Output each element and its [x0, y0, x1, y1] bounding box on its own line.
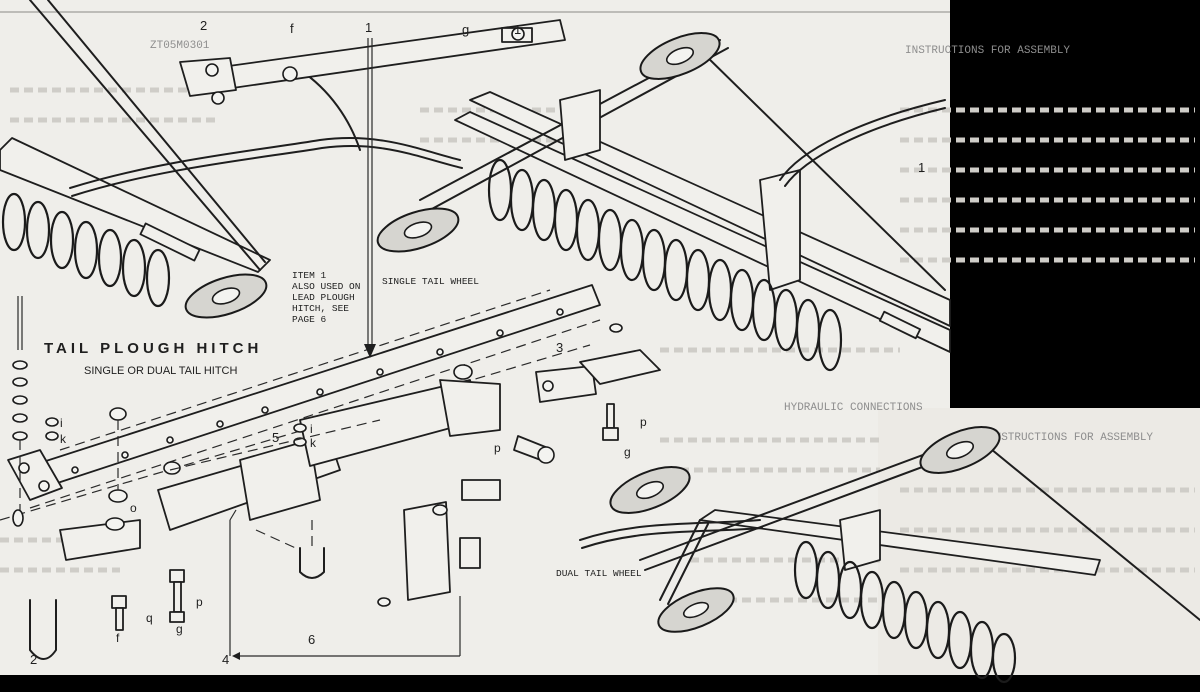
callout-6: 6: [308, 632, 315, 647]
tail-wheel: [657, 587, 735, 633]
small-clevis: [461, 479, 501, 501]
item1-note-line4: HITCH, SEE: [292, 303, 349, 314]
spring-tine-coils: [1, 192, 171, 308]
labels: TAIL PLOUGH HITCH SINGLE OR DUAL TAIL HI…: [30, 18, 925, 667]
nut: [109, 407, 127, 421]
callout-5: 5: [272, 430, 279, 445]
callout-i-mid: i: [310, 422, 313, 436]
callout-g-lower: g: [176, 622, 183, 636]
washer-i: [45, 417, 59, 427]
callout-g-top: g: [462, 22, 469, 37]
hitch-clamp-item-5: [239, 439, 321, 521]
callout-k-mid: k: [310, 436, 317, 450]
bolt-f: [111, 595, 127, 631]
washer-i: [293, 423, 307, 433]
tail-plough-main: [376, 32, 951, 372]
callout-2-top: 2: [200, 18, 207, 33]
callout-p-lower: p: [196, 595, 203, 609]
clamp-plate: [459, 537, 481, 569]
mounting-plate: [403, 501, 451, 601]
nut: [163, 461, 181, 475]
u-bolt-2: [29, 599, 57, 660]
callout-p-clevis: p: [494, 441, 501, 455]
callout-o: o: [130, 501, 137, 515]
callout-g-right: g: [624, 445, 631, 459]
background-heading-top: INSTRUCTIONS FOR ASSEMBLY: [905, 45, 1070, 57]
background-print: INSTRUCTIONS FOR ASSEMBLY INSTRUCTIONS F…: [0, 40, 1195, 603]
callout-q: q: [146, 611, 153, 625]
spacer-block-item-3: [535, 365, 597, 403]
item1-note-line1: ITEM 1: [292, 270, 327, 281]
item1-note-line2: ALSO USED ON: [292, 281, 360, 292]
callout-f-top: f: [290, 21, 294, 36]
dual-tail-wheel-label: DUAL TAIL WHEEL: [556, 568, 642, 579]
bolt-g-right: [602, 403, 619, 441]
tail-wheel: [376, 207, 460, 253]
bolt-p: [513, 435, 555, 464]
item1-note-line3: LEAD PLOUGH: [292, 292, 355, 303]
right-bracket: [579, 349, 661, 385]
hitch-bar-top: [179, 19, 566, 105]
background-page-code: ZT05M0301: [150, 40, 210, 52]
hardware-stack-left: [12, 296, 28, 527]
item1-note-line5: PAGE 6: [292, 314, 327, 325]
tail-wheel: [609, 466, 691, 514]
callout-1-right-top: 1: [514, 22, 521, 37]
washer-o: [108, 489, 128, 503]
single-tail-wheel-label: SINGLE TAIL WHEEL: [382, 276, 479, 287]
tail-wheel: [184, 273, 268, 319]
callout-i-left: i: [60, 416, 63, 430]
callout-1-right: 1: [918, 160, 925, 175]
tail-wheel: [919, 426, 1001, 474]
callout-4: 4: [222, 652, 229, 667]
background-heading-right: INSTRUCTIONS FOR ASSEMBLY: [988, 432, 1153, 444]
spring-tine-coils: [793, 540, 1017, 684]
background-section-heading: HYDRAULIC CONNECTIONS: [784, 402, 923, 414]
bolt-g: [169, 569, 185, 623]
leader-lines: [229, 38, 461, 660]
diagram-subtitle: SINGLE OR DUAL TAIL HITCH: [84, 365, 237, 377]
washer-k: [45, 431, 59, 441]
spring-tine-coils: [487, 158, 843, 372]
clevis: [439, 379, 501, 437]
drawbar-holes: [71, 308, 564, 474]
u-bolt-item-6: [299, 547, 325, 579]
callout-3: 3: [556, 340, 563, 355]
tail-plough-left: [0, 0, 271, 319]
exploded-hitch-parts: [0, 284, 661, 660]
callout-f-lower: f: [116, 631, 120, 645]
dual-wheel-plough: [579, 426, 1200, 684]
callout-p-right: p: [640, 415, 647, 429]
black-border: [0, 675, 1200, 692]
callout-2-bottom: 2: [30, 652, 37, 667]
clevis-nut: [453, 364, 473, 380]
tail-wheel: [639, 32, 721, 80]
callout-1-top: 1: [365, 20, 372, 35]
callout-k-left: k: [60, 432, 67, 446]
diagram-title: TAIL PLOUGH HITCH: [44, 340, 262, 357]
